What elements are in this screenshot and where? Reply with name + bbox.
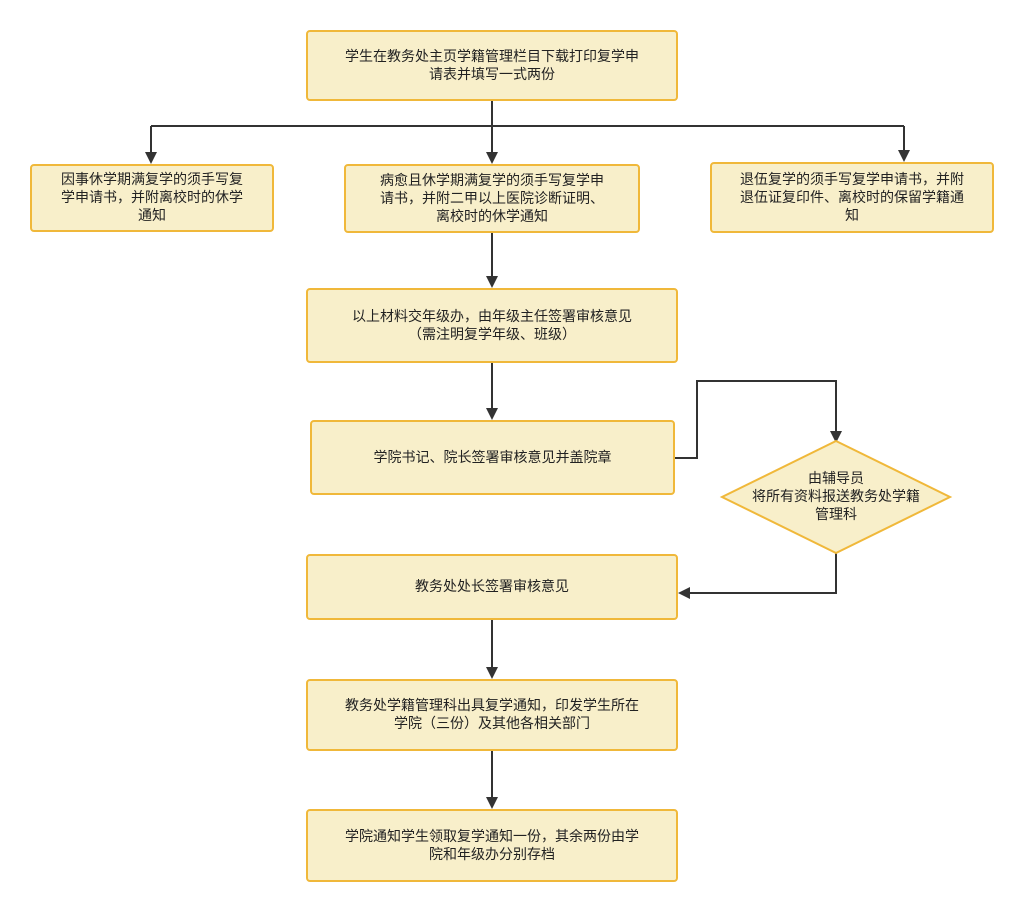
archive-node: 学院通知学生领取复学通知一份，其余两份由学 院和年级办分别存档 bbox=[306, 809, 678, 882]
counselor-decision-label: 由辅导员 将所有资料报送教务处学籍 管理科 bbox=[752, 471, 920, 523]
illness-recovery-node: 病愈且休学期满复学的须手写复学申 请书，并附二甲以上医院诊断证明、 离校时的休学… bbox=[344, 164, 640, 233]
leave-of-absence-node: 因事休学期满复学的须手写复 学申请书，并附离校时的休学 通知 bbox=[30, 164, 274, 232]
decision-diamond bbox=[719, 439, 953, 555]
start-node: 学生在教务处主页学籍管理栏目下载打印复学申 请表并填写一式两份 bbox=[306, 30, 678, 101]
edge-college-to-counselor bbox=[675, 380, 842, 459]
military-return-node: 退伍复学的须手写复学申请书，并附 退伍证复印件、离校时的保留学籍通 知 bbox=[710, 162, 994, 233]
notice-issue-node: 教务处学籍管理科出具复学通知，印发学生所在 学院（三份）及其他各相关部门 bbox=[306, 679, 678, 751]
grade-office-node: 以上材料交年级办，由年级主任签署审核意见 （需注明复学年级、班级） bbox=[306, 288, 678, 363]
edge-counselor-to-director bbox=[678, 553, 837, 599]
college-approval-node: 学院书记、院长签署审核意见并盖院章 bbox=[310, 420, 675, 495]
director-approval-node: 教务处处长签署审核意见 bbox=[306, 554, 678, 620]
